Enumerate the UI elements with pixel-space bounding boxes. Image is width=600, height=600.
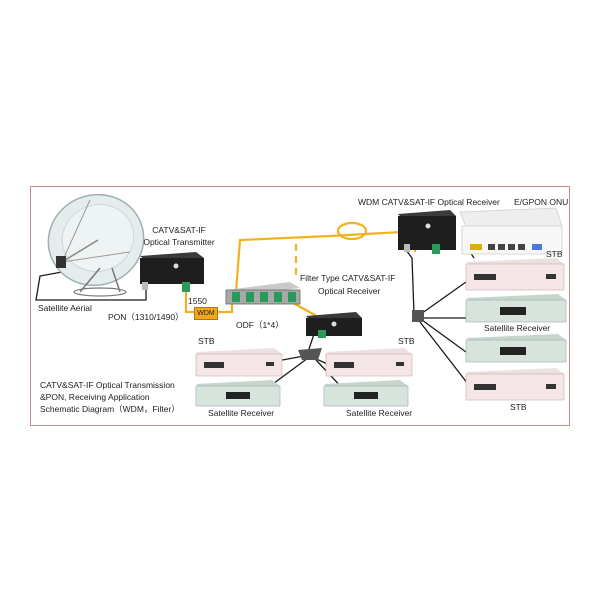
wdm-box: WDM xyxy=(194,307,218,320)
stb-label: STB xyxy=(398,336,415,346)
stb-device xyxy=(465,258,565,291)
satellite-receiver-device xyxy=(465,294,567,323)
diagram-frame xyxy=(30,186,570,426)
satellite-receiver-label: Satellite Receiver xyxy=(484,323,551,333)
stb-device xyxy=(325,348,413,377)
caption-line3: Schematic Diagram（WDM，Filter） xyxy=(40,404,180,414)
filter-receiver-label-line2: Optical Receiver xyxy=(318,286,381,296)
satellite-receiver-device xyxy=(195,380,281,407)
onu-label: E/GPON ONU xyxy=(514,197,569,207)
filter-receiver-label-line1: Filter Type CATV&SAT-IF xyxy=(300,273,396,283)
satellite-receiver-label: Satellite Receiver xyxy=(208,408,275,418)
stb-device xyxy=(195,348,283,377)
optical-transmitter-device xyxy=(140,252,204,292)
satellite-receiver-device xyxy=(323,380,409,407)
stb-label: STB xyxy=(198,336,215,346)
satellite-dish-icon xyxy=(47,193,145,297)
coax-splitter-icon xyxy=(298,348,322,360)
onu-router-device xyxy=(459,207,563,255)
wdm-receiver-label: WDM CATV&SAT-IF Optical Receiver xyxy=(358,197,500,207)
stb-label: STB xyxy=(546,249,563,259)
filter-optical-receiver-device xyxy=(306,312,362,338)
transmitter-label-line2: Optical Transmitter xyxy=(143,237,215,247)
odf-splitter-device xyxy=(225,282,301,305)
odf-label: ODF（1*4） xyxy=(236,320,284,330)
caption-line1: CATV&SAT-IF Optical Transmission xyxy=(40,380,175,390)
satellite-receiver-device xyxy=(465,334,567,363)
caption-line2: &PON, Receiving Application xyxy=(40,392,150,402)
stb-device xyxy=(465,368,565,401)
coax-splitter-icon xyxy=(412,310,424,322)
pon-label: PON（1310/1490） xyxy=(108,312,184,322)
transmitter-label-line1: CATV&SAT-IF xyxy=(152,225,206,235)
satellite-aerial-label: Satellite Aerial xyxy=(38,303,92,313)
satellite-receiver-label: Satellite Receiver xyxy=(346,408,413,418)
stb-label: STB xyxy=(510,402,527,412)
wavelength-1550-label: 1550 xyxy=(188,296,207,306)
wdm-optical-receiver-device xyxy=(398,210,456,254)
